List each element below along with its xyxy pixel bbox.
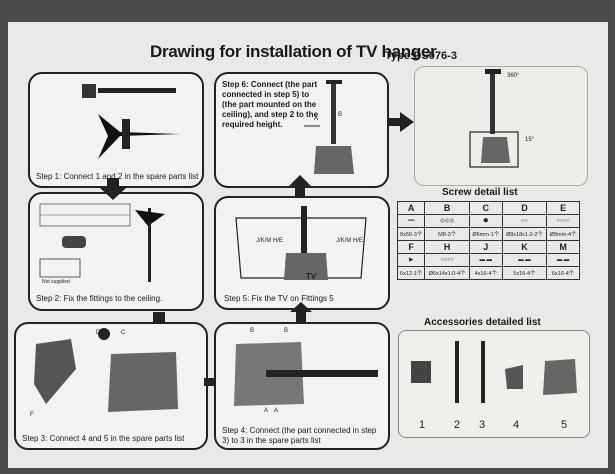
screw-spec: Ø8x18x1.0-2个 [501,227,548,241]
arrow-up-icon [290,302,312,322]
arrow-up-icon [288,175,312,197]
label-d: D [96,330,101,336]
step6-caption: Step 6: Connect (the part connected in s… [222,80,319,129]
screw-spec: 8x50-3个 [396,227,426,241]
not-supplied-label: Not supplied [42,279,70,285]
screw-image: ○○○○ [546,214,580,228]
screw-letter: M [546,240,580,254]
accessories-title: Accessories detailed list [424,317,541,328]
screw-spec: Ø8mm-4个 [546,227,580,241]
screw-letter: D [501,201,548,215]
label-c: C [121,330,126,336]
label-15: 15° [525,137,535,143]
accessories-box: 1 2 3 4 5 [398,330,590,438]
label-360: 360° [507,73,520,79]
step5-illustration [235,206,367,280]
page-title: Drawing for installation of TV hanger [150,42,437,61]
step3-panel: D C F Step 3: Connect 4 and 5 in the spa… [14,322,208,450]
step2-illustration [39,203,165,282]
screw-letter: F [396,240,426,254]
screw-image: ▶ [396,253,426,267]
step1-caption: Step 1: Connect 1 and 2 in the spare par… [36,172,199,181]
screw-letter: J [468,240,503,254]
tv-label: TV [306,272,317,281]
screw-image: ○○○○ [424,253,470,267]
label-a-left: A [264,408,269,414]
arrow-right-icon [388,112,414,132]
screw-image: ▬ ▬ [501,253,548,267]
label-f: F [30,412,34,418]
step2-caption: Step 2: Fix the fittings to the ceiling. [36,294,163,303]
label-b: B [338,112,343,118]
accessory-number: 2 [454,419,461,431]
step5-caption: Step 5: Fix the TV on Fittings 5 [224,294,334,303]
screw-letter: B [424,201,470,215]
step6-panel: Step 6: Connect (the part connected in s… [214,72,389,188]
label-a: A [314,116,319,122]
screw-spec: Ø6x14x1.0-4个 [424,266,470,280]
label-a-right: A [274,408,279,414]
step2-panel: Not supplied Step 2: Fix the fittings to… [28,192,204,311]
step3-illustration [34,328,178,412]
accessory-number: 3 [479,419,486,431]
screw-spec: 5x16-4个 [501,266,548,280]
screw-list-title: Screw detail list [442,187,518,198]
model-type: Type:DS076-3 [385,50,457,62]
arrow-down-icon [100,178,126,200]
step4-caption: Step 4: Connect (the part connected in s… [222,426,377,445]
step5-panel: J/K/M H/E J/K/M H/E TV Step 5: Fix the T… [214,196,390,310]
step6-illustration [304,80,354,174]
screw-spec: 6x12-1个 [396,266,426,280]
screw-image: ◎◎◎ [424,214,470,228]
screw-spec: M8-3个 [424,227,470,241]
jkm-label-right: J/K/M H/E [336,238,364,244]
screw-letter: C [468,201,503,215]
screw-spec: 4x16-4个 [468,266,503,280]
label-b-left: B [250,328,255,334]
screw-spec: Ø6mm-1个 [468,227,503,241]
step1-illustration [82,84,180,159]
screw-letter: H [424,240,470,254]
step1-panel: Step 1: Connect 1 and 2 in the spare par… [28,72,204,188]
accessory-number: 4 [513,419,520,431]
step4-illustration [234,342,378,406]
screw-letter: A [396,201,426,215]
final-illustration [469,69,519,168]
label-b-right: B [284,328,289,334]
step3-caption: Step 3: Connect 4 and 5 in the spare par… [22,434,185,443]
accessory-number: 1 [419,419,426,431]
accessory-number: 5 [561,419,568,431]
screw-image: ▬ ▬ [468,253,503,267]
step4-panel: B B A A Step 4: Connect (the part connec… [214,322,390,450]
screw-image: ○○ [501,214,548,228]
screw-letter: K [501,240,548,254]
screw-image: ⬢ [468,214,503,228]
screw-image: ▬ ▬ [546,253,580,267]
screw-image: ━━ [396,214,426,228]
screw-spec: 6x16-4个 [546,266,580,280]
screw-letter: E [546,201,580,215]
jkm-label-left: J/K/M H/E [256,238,284,244]
final-view: 360° 15° [414,66,588,186]
accessories-illustration [411,341,577,403]
screw-detail-table: A B C D E ━━ ◎◎◎ ⬢ ○○ ○○○○ 8x50-3个 M8-3个… [396,201,580,280]
